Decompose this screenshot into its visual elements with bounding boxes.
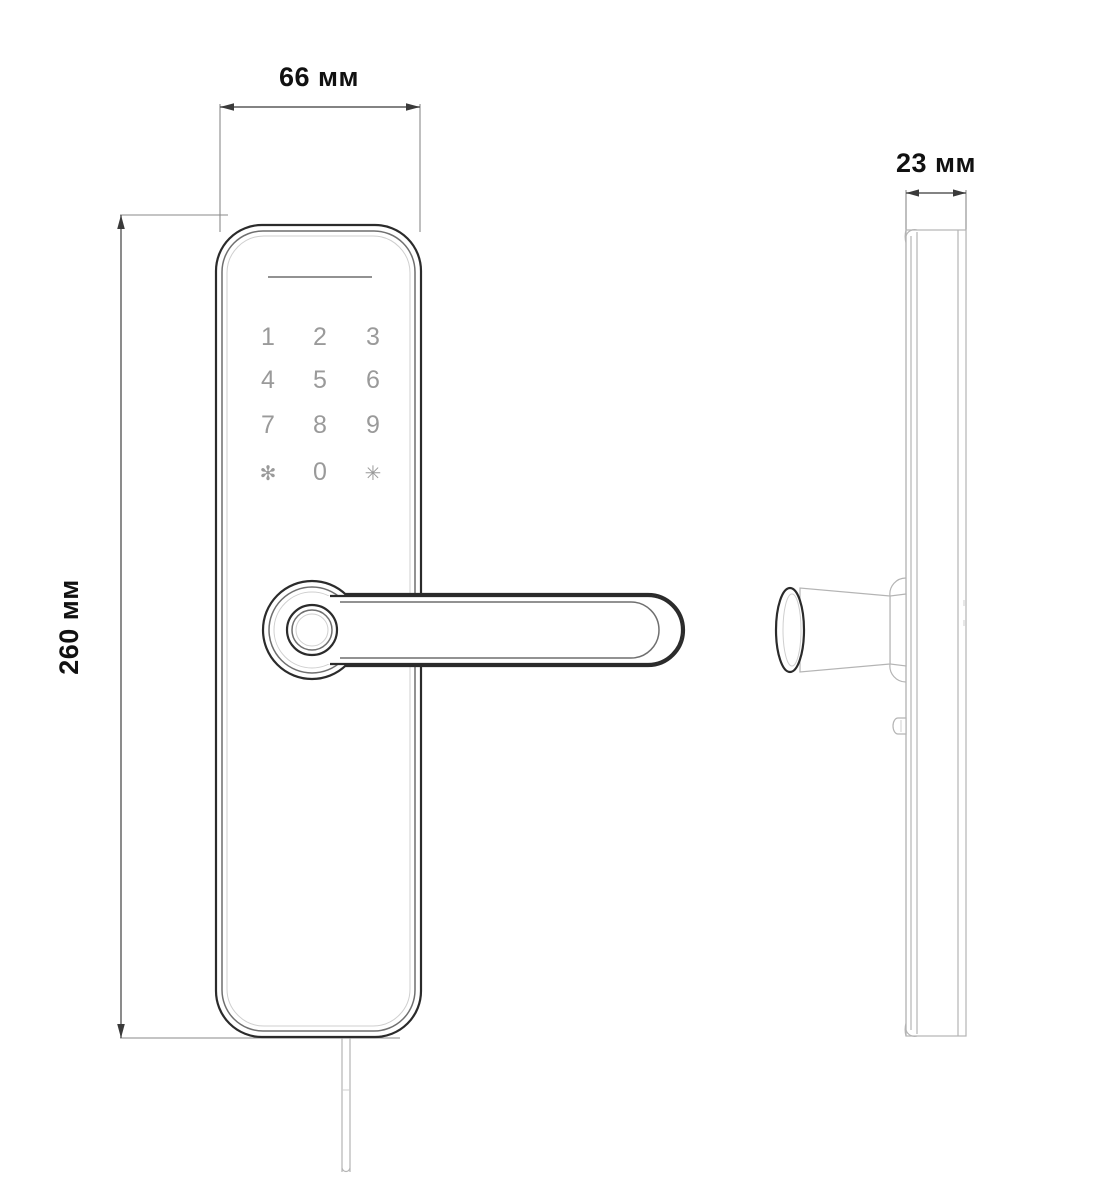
depth-arrow-left [906, 189, 919, 197]
keypad-key-2[interactable]: 2 [313, 323, 327, 351]
width-arrow-right [406, 103, 420, 111]
width-dimension-label: 66 мм [279, 62, 359, 92]
side-plate-bottom-cap [905, 1029, 918, 1037]
height-dimension-label: 260 мм [54, 579, 84, 675]
latch-nub [892, 717, 907, 735]
cable [341, 1035, 351, 1172]
keypad-key-8[interactable]: 8 [313, 411, 327, 439]
side-plate [892, 229, 967, 1037]
keypad-key-7[interactable]: 7 [261, 411, 275, 439]
side-handle-collar-fillet-bottom [889, 663, 907, 683]
side-plate-top-cap [905, 229, 918, 237]
keypad-key-9[interactable]: 9 [366, 411, 380, 439]
keypad: 1 2 3 4 5 6 7 8 9 ✻ 0 ✳ [260, 323, 382, 486]
side-plate-body [905, 229, 967, 1037]
handle-lever-overlay-fill [312, 596, 680, 664]
keypad-key-3[interactable]: 3 [366, 323, 380, 351]
keypad-key-4[interactable]: 4 [261, 366, 275, 394]
handle-lever-overlay-bevel [340, 601, 660, 659]
side-handle [774, 577, 907, 683]
side-plate-front-face [904, 229, 907, 1037]
side-view: 23 мм [774, 148, 976, 1037]
cable-tip [341, 1167, 351, 1172]
side-handle-end-cap [774, 586, 806, 674]
handle-lever-overlay-outline [330, 594, 684, 666]
depth-arrow-right [953, 189, 966, 197]
width-dimension [219, 103, 421, 232]
keypad-key-star[interactable]: ✻ [260, 461, 277, 485]
keypad-key-1[interactable]: 1 [261, 323, 275, 351]
front-view: 66 мм 260 мм [54, 62, 686, 1172]
handle-hub-inner [295, 613, 329, 647]
keypad-key-hash[interactable]: ✳ [365, 461, 382, 485]
height-arrow-bottom [117, 1024, 125, 1038]
side-handle-end-cap-inner [782, 593, 802, 667]
side-handle-shaft [799, 587, 891, 673]
side-handle-collar-fillet-top [889, 577, 907, 597]
keypad-key-6[interactable]: 6 [366, 366, 380, 394]
front-plate: 1 2 3 4 5 6 7 8 9 ✻ 0 ✳ [214, 223, 686, 1172]
door-handle [261, 579, 686, 681]
handle-hub-bore [291, 609, 333, 651]
height-arrow-top [117, 215, 125, 229]
width-arrow-left [220, 103, 234, 111]
side-handle-collar [889, 593, 907, 667]
keypad-key-5[interactable]: 5 [313, 366, 327, 394]
handle-hub-outer [285, 603, 339, 657]
depth-dimension-label: 23 мм [896, 148, 976, 178]
keypad-key-0[interactable]: 0 [313, 458, 327, 486]
latch-nub-shape [892, 717, 907, 735]
